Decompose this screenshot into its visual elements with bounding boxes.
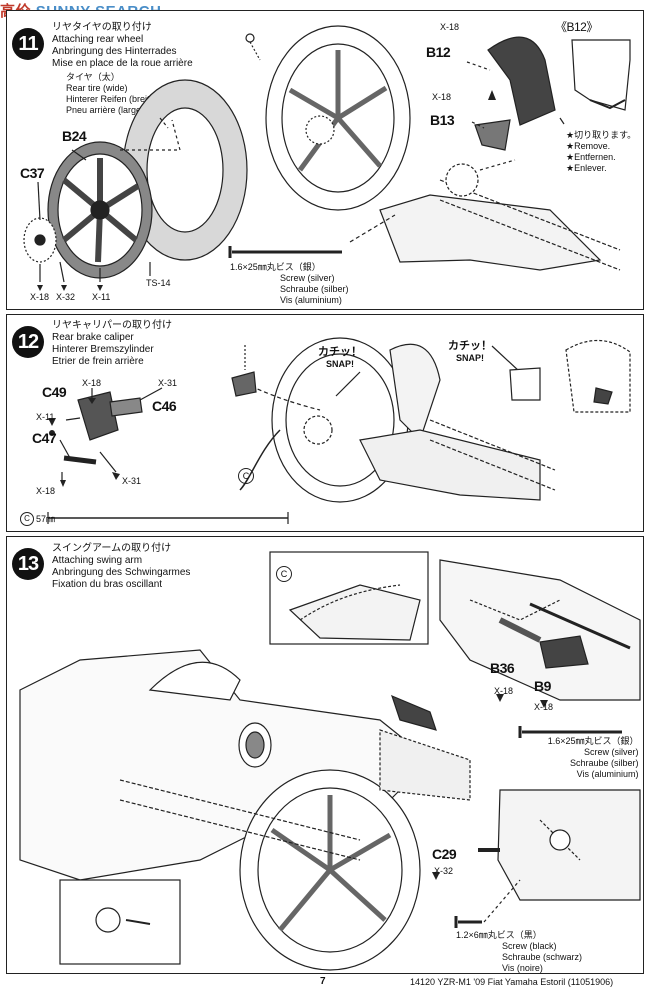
- step-13-number: 13: [12, 548, 44, 580]
- rear-tire-label: タイヤ（太） Rear tire (wide) Hinterer Reifen …: [66, 72, 153, 115]
- cable-c-marker: C: [238, 468, 254, 484]
- part-b13: B13: [430, 112, 455, 128]
- part-b24: B24: [62, 128, 87, 144]
- inset-c-marker: C: [276, 566, 292, 582]
- cable-length: 57㎜: [36, 514, 56, 524]
- step-12-number: 12: [12, 326, 44, 358]
- code-x32: X-32: [434, 866, 454, 876]
- rear-wheel-diagram: [23, 25, 631, 291]
- code-x18: X-18: [30, 292, 50, 302]
- code-x11: X-11: [92, 292, 111, 302]
- screw-silver-label-11: 1.6×25㎜丸ビス（銀） Screw (silver) Schraube (s…: [230, 262, 349, 305]
- code-x32: X-32: [56, 292, 76, 302]
- cable-length-marker: C: [20, 512, 34, 526]
- code-x18-top: X-18: [82, 378, 102, 388]
- remove-note: ★切り取ります。 ★Remove. ★Entfernen. ★Enlever.: [566, 130, 637, 173]
- product-code: 14120 YZR-M1 '09 Fiat Yamaha Estoril (11…: [410, 977, 614, 987]
- snap-label-2: カチッ！ SNAP!: [448, 340, 492, 363]
- step-11-number: 11: [12, 28, 44, 60]
- code-x18-b9: X-18: [534, 702, 554, 712]
- snap-label-1: カチッ！ SNAP!: [318, 346, 362, 369]
- code-x18-bottom: X-18: [36, 486, 56, 496]
- code-ts14: TS-14: [146, 278, 171, 288]
- part-b12: B12: [426, 44, 451, 60]
- code-x18-b13: X-18: [432, 92, 452, 102]
- part-b36: B36: [490, 660, 515, 676]
- part-c46: C46: [152, 398, 177, 414]
- part-c49: C49: [42, 384, 67, 400]
- code-x18-b12: X-18: [440, 22, 460, 32]
- code-x31-top: X-31: [158, 378, 178, 388]
- part-c47: C47: [32, 430, 57, 446]
- step-12-title: リヤキャリパーの取り付け Rear brake caliper Hinterer…: [52, 320, 172, 367]
- part-c29: C29: [432, 846, 457, 862]
- code-x18-b36: X-18: [494, 686, 514, 696]
- code-x11: X-11: [36, 412, 55, 422]
- rear-caliper-diagram: [47, 337, 631, 524]
- page-number: 7: [320, 976, 326, 987]
- step-13-title: スイングアームの取り付け Attaching swing arm Anbring…: [52, 543, 191, 590]
- part-b12-detail-label: 《B12》: [555, 20, 598, 34]
- screw-silver-label-13: 1.6×25㎜丸ビス（銀） Screw (silver) Schraube (s…: [547, 736, 639, 779]
- code-x31-bottom: X-31: [122, 476, 142, 486]
- part-c37: C37: [20, 165, 45, 181]
- part-b9: B9: [534, 678, 551, 694]
- screw-black-label: 1.2×6㎜丸ビス（黒） Screw (black) Schraube (sch…: [456, 930, 583, 973]
- step-11-title: リヤタイヤの取り付け Attaching rear wheel Anbringu…: [52, 22, 193, 69]
